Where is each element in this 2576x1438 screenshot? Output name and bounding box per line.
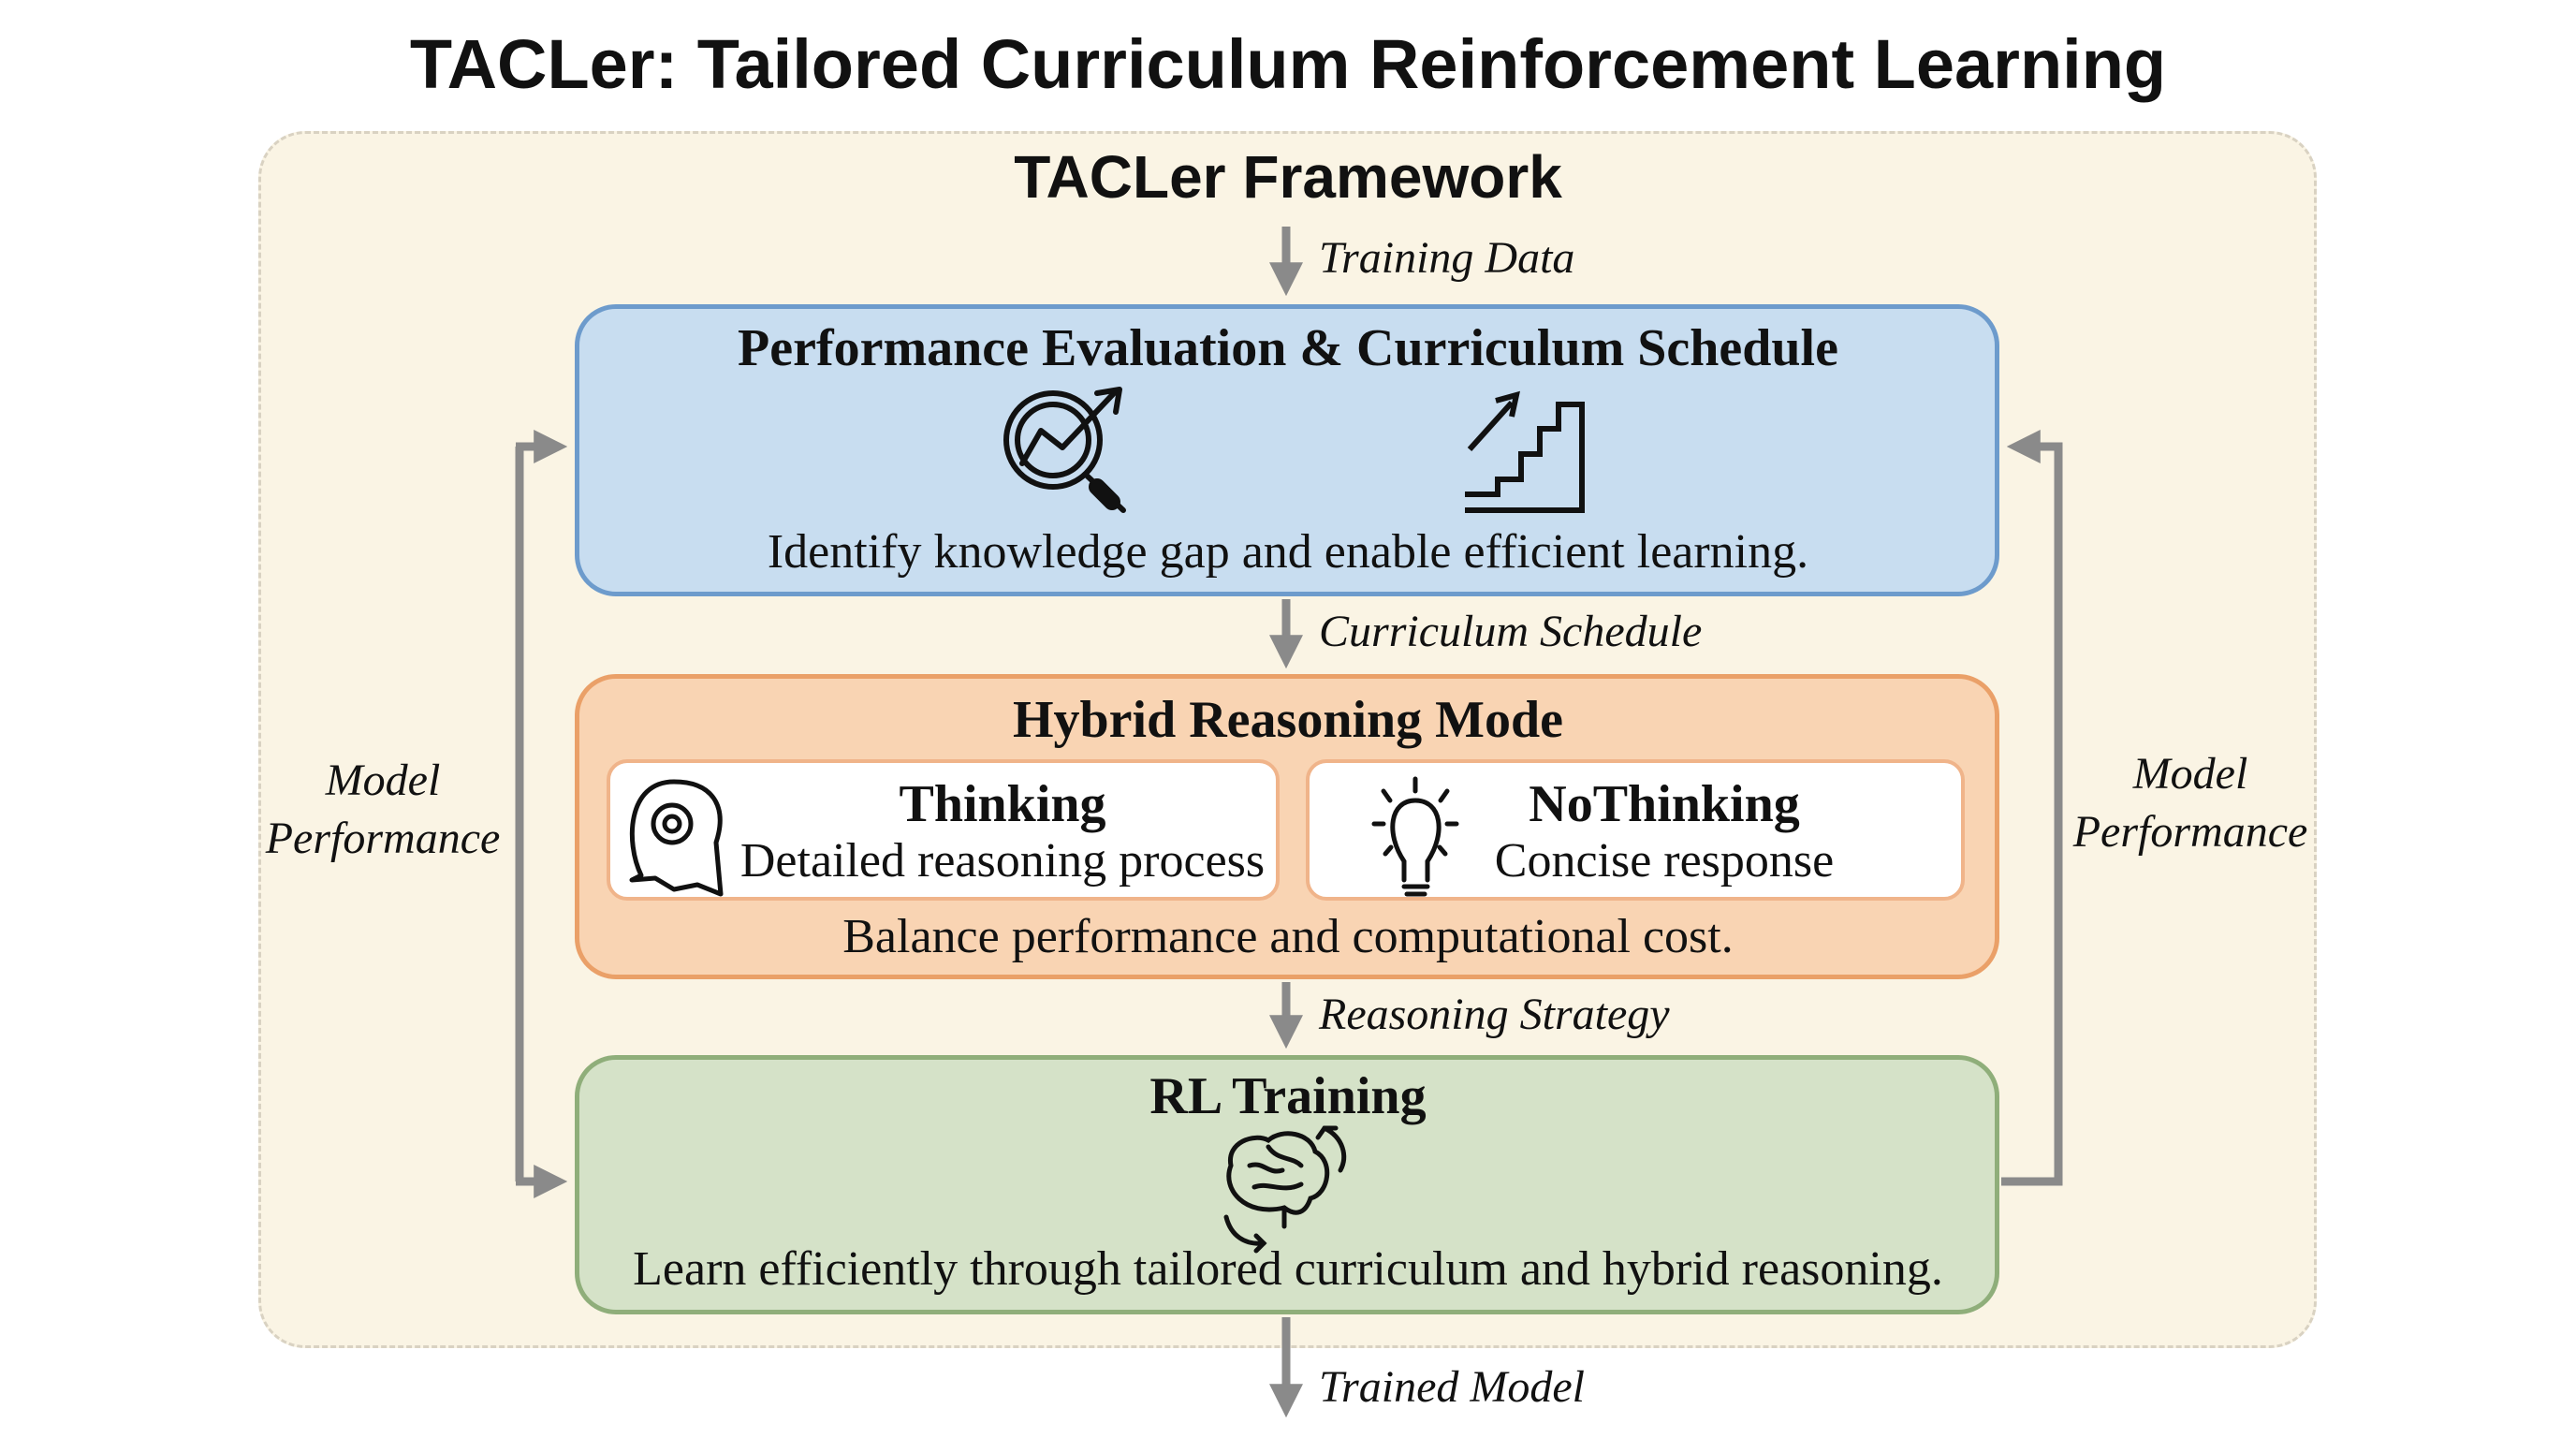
magnifier-chart-icon — [1003, 387, 1126, 513]
framework-title: TACLer Framework — [1014, 143, 1562, 211]
nothinking-mode-description: Concise response — [1494, 834, 1835, 888]
evaluation-description: Identify knowledge gap and enable effici… — [767, 525, 1809, 579]
evaluation-box — [575, 304, 1999, 596]
thinking-mode-name: Thinking — [899, 775, 1106, 833]
flow-label-training-data: Training Data — [1319, 233, 1575, 283]
flow-label-trained-model: Trained Model — [1319, 1362, 1585, 1412]
flow-label-reasoning-strategy: Reasoning Strategy — [1319, 990, 1670, 1039]
right-feedback-label-line1: Model — [2132, 749, 2248, 799]
main-title: TACLer: Tailored Curriculum Reinforcemen… — [409, 25, 2167, 103]
nothinking-mode-name: NoThinking — [1529, 775, 1800, 833]
brain-cycle-icon — [1223, 1125, 1347, 1254]
right-feedback-line — [2001, 430, 2063, 1186]
gear-speech-icon — [629, 779, 724, 897]
rl-training-box — [575, 1055, 1999, 1314]
right-feedback-label-line2: Performance — [2072, 807, 2308, 857]
lightbulb-icon — [1371, 776, 1459, 897]
left-feedback-label-line2: Performance — [265, 814, 501, 863]
flow-label-curriculum-schedule: Curriculum Schedule — [1319, 607, 1703, 656]
left-feedback-label-line1: Model — [325, 756, 441, 805]
thinking-mode-description: Detailed reasoning process — [739, 834, 1266, 888]
rl-description: Learn efficiently through tailored curri… — [633, 1242, 1943, 1296]
rl-title: RL Training — [1149, 1067, 1427, 1125]
hybrid-description: Balance performance and computational co… — [842, 910, 1734, 963]
stairs-arrow-icon — [1465, 390, 1585, 513]
hybrid-title: Hybrid Reasoning Mode — [1012, 691, 1564, 749]
evaluation-title: Performance Evaluation & Curriculum Sche… — [738, 319, 1838, 377]
